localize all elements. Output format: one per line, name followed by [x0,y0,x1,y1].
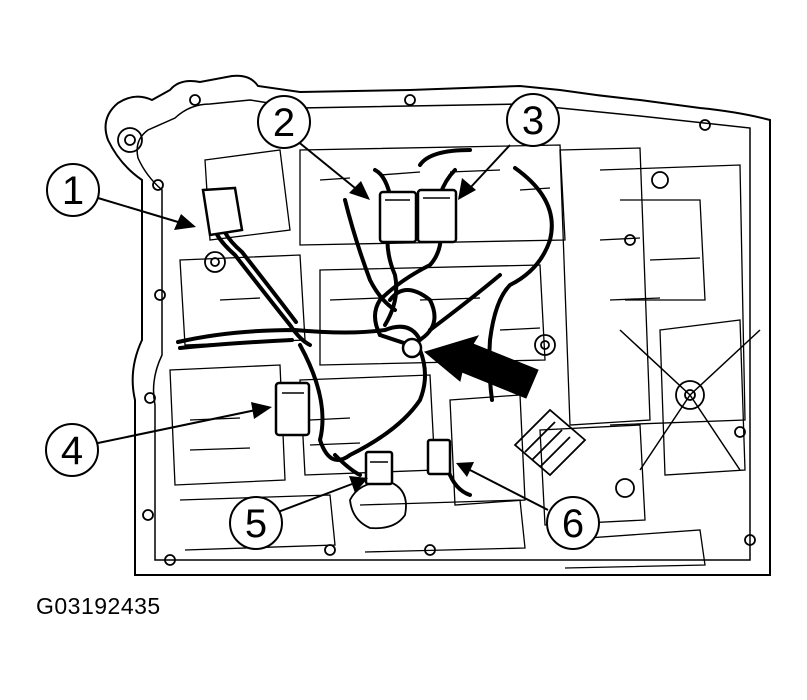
connector-6 [426,438,452,476]
callout-6-number: 6 [562,502,584,546]
leader-lines [97,139,549,513]
callout-6: 6 [546,496,600,550]
figure-code: G03192435 [36,593,161,619]
callout-5: 5 [229,496,283,550]
location-arrow [423,335,539,399]
callout-group: 1 2 3 4 5 6 [45,93,600,550]
gasket-edge [136,99,751,561]
harness-clip [401,337,423,359]
callout-3-number: 3 [522,99,544,143]
rib-feature [619,329,761,471]
connector-2 [378,190,418,244]
connector-1 [201,186,244,237]
valve-body-outline [104,74,771,576]
arrowheads [174,178,476,493]
callout-4-number: 4 [61,429,83,473]
callout-1: 1 [46,163,100,217]
pipe-fitting [513,408,587,477]
callout-2: 2 [257,95,311,149]
connector-4 [274,381,311,437]
callout-2-number: 2 [273,101,295,145]
connector-5 [364,450,394,486]
bolt-holes [117,94,756,566]
callout-5-number: 5 [245,502,267,546]
callout-4: 4 [45,423,99,477]
callout-3: 3 [506,93,560,147]
callout-1-number: 1 [62,169,84,213]
connectors [201,186,458,486]
connector-3 [416,188,458,244]
